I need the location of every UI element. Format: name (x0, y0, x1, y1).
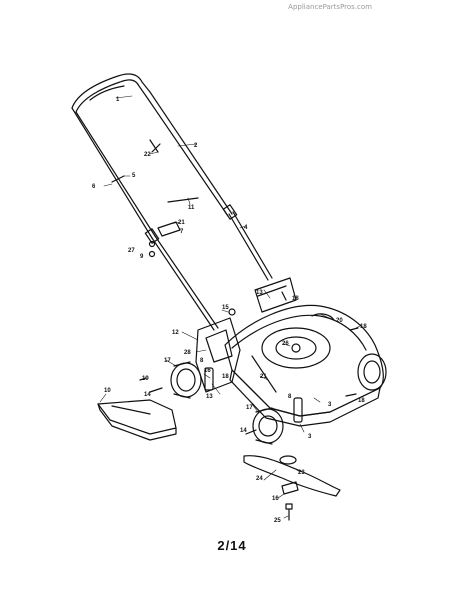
callout-labels: 1 2 22 5 6 11 4 21 7 27 9 13 18 15 20 18… (92, 97, 367, 524)
callout-12: 12 (172, 330, 179, 336)
callout-8: 8 (288, 394, 292, 400)
callout-19: 19 (142, 376, 149, 382)
callout-18: 18 (360, 324, 367, 330)
rear-chute (195, 277, 297, 393)
front-wheel (252, 397, 303, 445)
callout-3: 3 (328, 402, 332, 408)
callout-9: 9 (140, 254, 144, 260)
callout-5: 5 (132, 173, 136, 179)
callout-23: 23 (298, 470, 305, 476)
callout-18: 18 (358, 398, 365, 404)
callout-13: 13 (256, 290, 263, 296)
callout-24: 24 (256, 476, 263, 482)
grass-deflector (97, 399, 177, 441)
callout-10: 10 (104, 388, 111, 394)
callout-22: 22 (144, 152, 151, 158)
upper-handle (71, 73, 233, 239)
mower-blade (243, 455, 341, 521)
lower-handle (144, 204, 273, 331)
callout-11: 11 (188, 205, 195, 211)
callout-26: 26 (282, 341, 289, 347)
callout-15: 15 (222, 305, 229, 311)
callout-16: 16 (204, 368, 211, 374)
callout-28: 28 (184, 350, 191, 356)
callout-25: 25 (274, 518, 281, 524)
callout-27: 27 (128, 248, 135, 254)
callout-2: 2 (194, 143, 198, 149)
callout-21: 21 (178, 220, 185, 226)
callout-16: 16 (272, 496, 279, 502)
handle-hardware (111, 139, 199, 258)
rear-wheel (170, 361, 214, 399)
leader-lines (99, 95, 361, 519)
callout-1: 1 (116, 97, 120, 103)
callout-20: 20 (336, 318, 343, 324)
callout-21: 21 (260, 374, 267, 380)
callout-18: 18 (222, 374, 229, 380)
front-wheel-right (357, 353, 387, 391)
callout-3: 3 (308, 434, 312, 440)
callout-7: 7 (180, 229, 184, 235)
callout-4: 4 (244, 225, 248, 231)
small-bolts (139, 291, 359, 435)
callout-17: 17 (164, 358, 171, 364)
page-number: 2/14 (217, 538, 247, 553)
callout-17: 17 (246, 405, 253, 411)
watermark-text: AppliancePartsPros.com (288, 3, 372, 11)
callout-18: 18 (292, 296, 299, 302)
callout-14: 14 (240, 428, 247, 434)
callout-14: 14 (144, 392, 151, 398)
callout-13: 13 (206, 394, 213, 400)
callout-6: 6 (92, 184, 96, 190)
callout-8: 8 (200, 358, 204, 364)
